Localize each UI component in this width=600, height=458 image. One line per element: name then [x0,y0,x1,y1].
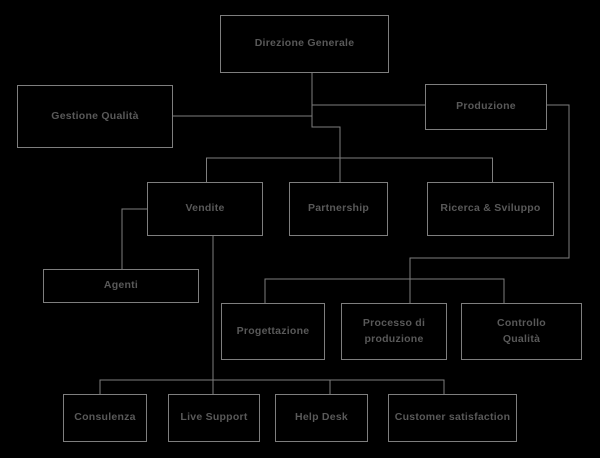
node-controllo-qualita: Controllo Qualità [461,303,582,360]
node-vendite-label: Vendite [185,202,225,215]
node-consulenza: Consulenza [63,394,147,442]
node-controllo-qualita-label: Controllo Qualità [497,317,546,345]
node-gestione-qualita-label: Gestione Qualità [51,109,139,122]
node-gestione-qualita: Gestione Qualità [17,85,173,148]
node-partnership-label: Partnership [307,202,370,215]
edge-bus-vendite-ricerca [206,157,493,182]
node-partnership: Partnership [289,182,388,236]
node-direzione-generale: Direzione Generale [220,15,389,73]
node-produzione: Produzione [425,84,547,130]
node-live-support-label: Live Support [180,411,248,424]
edge-direzione-to-partnership [311,73,341,182]
node-processo-di-produzione-label: Processo di produzione [362,317,426,345]
node-help-desk: Help Desk [275,394,368,442]
node-help-desk-label: Help Desk [294,411,349,424]
edge-bus-progettazione-controllo [264,278,505,303]
node-customer-satisfaction: Customer satisfaction [388,394,517,442]
node-processo-di-produzione: Processo di produzione [341,303,447,360]
edge-bus-bottom-row [99,379,445,394]
node-ricerca-sviluppo-label: Ricerca & Sviluppo [440,202,541,215]
edge-produzione-to-processo [409,104,570,303]
node-customer-satisfaction-label: Customer satisfaction [394,411,511,424]
node-progettazione: Progettazione [221,303,325,360]
node-agenti: Agenti [43,269,199,303]
node-agenti-label: Agenti [103,279,139,292]
node-vendite: Vendite [147,182,263,236]
node-ricerca-sviluppo: Ricerca & Sviluppo [427,182,554,236]
edge-vendite-to-agenti [121,208,147,269]
node-direzione-generale-label: Direzione Generale [254,37,355,50]
node-produzione-label: Produzione [456,100,516,113]
node-live-support: Live Support [168,394,260,442]
node-progettazione-label: Progettazione [236,324,310,337]
node-consulenza-label: Consulenza [74,411,136,424]
